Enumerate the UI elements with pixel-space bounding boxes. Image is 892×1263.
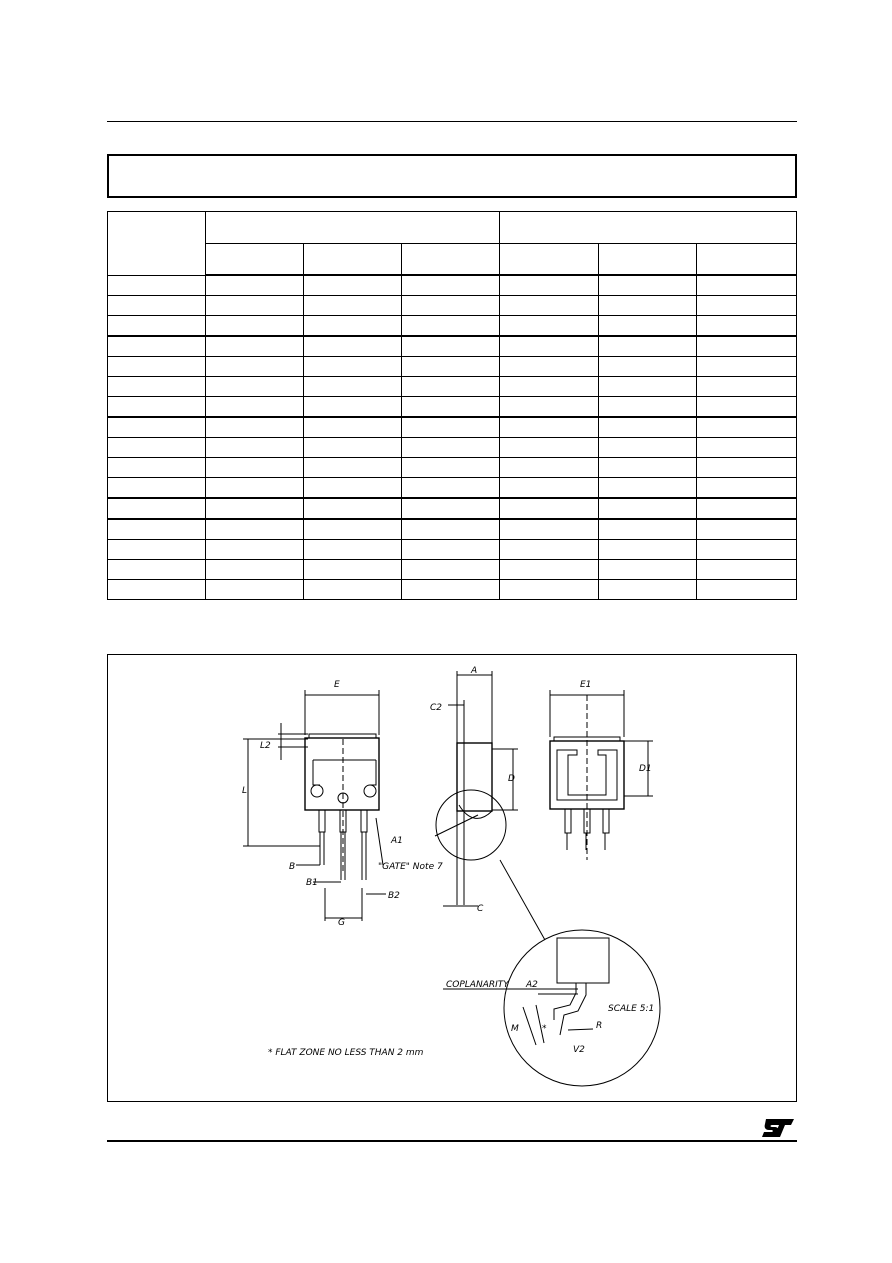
- flat-zone-note: * FLAT ZONE NO LESS THAN 2 mm: [268, 1048, 424, 1058]
- label-e1: E1: [580, 680, 591, 690]
- table-row: [107, 559, 798, 580]
- label-e: E: [334, 680, 340, 690]
- table-row: [107, 396, 798, 418]
- package-drawing-box: E L2 L B B1 B2 G "GATE" Note 7 A C2 D A1…: [107, 654, 797, 1102]
- header-typ-mm: [303, 243, 402, 276]
- table-row: [107, 274, 798, 296]
- table-row: [107, 295, 798, 316]
- table-row: [107, 518, 798, 540]
- label-b2: B2: [388, 891, 400, 901]
- table-row: [107, 376, 798, 397]
- header-rule: [107, 121, 797, 122]
- header-mm-cell: [204, 211, 501, 244]
- table-header-row: [107, 211, 798, 276]
- table-row: [107, 457, 798, 478]
- table-row: [107, 539, 798, 560]
- front-view: [243, 690, 386, 921]
- label-b: B: [289, 862, 295, 872]
- label-a2: A2: [525, 980, 538, 990]
- table-row: [107, 477, 798, 499]
- label-coplanarity: COPLANARITY: [446, 980, 510, 990]
- label-v2: V2: [573, 1045, 585, 1055]
- table-row: [107, 416, 798, 438]
- header-max-mm: [400, 243, 501, 276]
- table-title-box: [107, 154, 797, 198]
- label-g: G: [338, 918, 345, 928]
- label-b1: B1: [306, 878, 318, 888]
- header-dim-cell: [107, 211, 206, 276]
- table-subheader-row: [108, 243, 798, 276]
- label-a1: A1: [390, 836, 403, 846]
- detail-view: [443, 929, 661, 1087]
- label-a: A: [470, 666, 477, 676]
- label-r: R: [596, 1021, 602, 1031]
- label-d1: D1: [639, 764, 652, 774]
- label-gate-note: "GATE" Note 7: [378, 862, 443, 872]
- footer-rule: [107, 1140, 797, 1142]
- back-view: [549, 690, 653, 860]
- header-inch-cell: [499, 211, 798, 244]
- header-min-inch: [499, 243, 600, 276]
- label-c: C: [477, 904, 484, 914]
- label-l: L: [242, 786, 247, 796]
- table-row: [107, 579, 798, 600]
- dimensions-table: [107, 211, 798, 600]
- table-row: [107, 356, 798, 377]
- label-scale: SCALE 5:1: [608, 1004, 654, 1014]
- side-view: [434, 671, 546, 941]
- header-max-inch: [696, 243, 798, 276]
- header-typ-inch: [598, 243, 698, 276]
- label-star: *: [542, 1024, 547, 1034]
- label-c2: C2: [430, 703, 442, 713]
- label-l2: L2: [260, 741, 271, 751]
- table-row: [107, 497, 798, 520]
- label-m: M: [511, 1024, 519, 1034]
- st-logo: [762, 1119, 794, 1137]
- table-row: [107, 437, 798, 458]
- package-drawing: E L2 L B B1 B2 G "GATE" Note 7 A C2 D A1…: [242, 666, 661, 1087]
- table-row: [107, 335, 798, 357]
- label-d: D: [508, 774, 515, 784]
- table-row: [107, 315, 798, 337]
- header-min-mm: [205, 243, 304, 276]
